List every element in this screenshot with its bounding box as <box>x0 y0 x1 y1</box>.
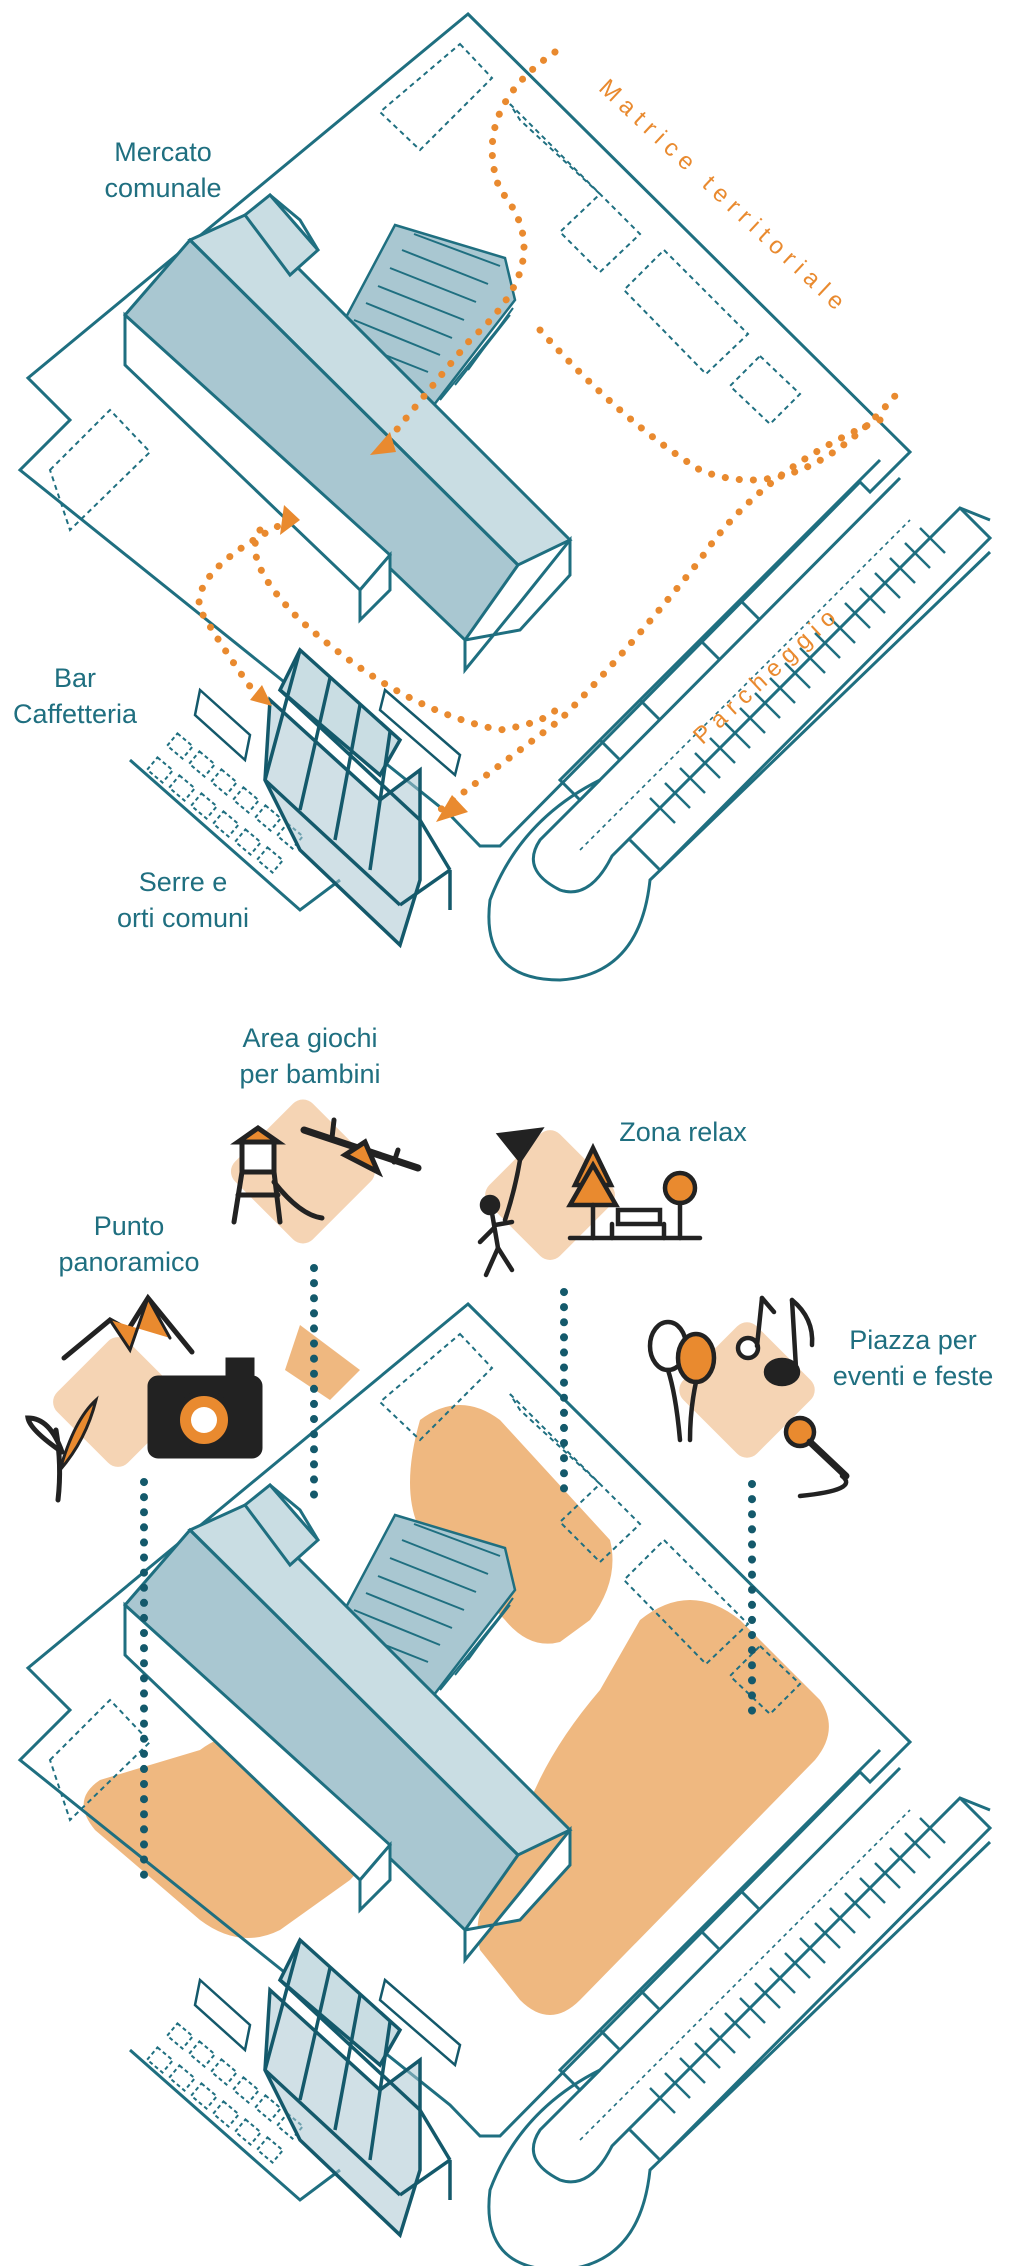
park-bench-icon <box>477 1127 703 1278</box>
label-bar-caffetteria: Bar Caffetteria <box>0 660 150 732</box>
label-line: Zona relax <box>619 1117 747 1147</box>
label-serre-orti: Serre e orti comuni <box>108 864 258 936</box>
label-piazza-eventi: Piazza per eventi e feste <box>818 1322 1008 1394</box>
pedestrian-paths <box>195 48 904 814</box>
music-icon <box>647 1295 850 1499</box>
label-line: Piazza per <box>849 1325 977 1355</box>
label-zona-relax: Zona relax <box>608 1114 758 1150</box>
label-line: Caffetteria <box>12 699 138 729</box>
label-punto-panoramico: Punto panoramico <box>44 1208 214 1280</box>
path-arrows <box>250 432 468 822</box>
label-line: Bar <box>53 663 97 693</box>
label-line: Serre e <box>138 867 228 897</box>
drop-lines <box>140 1264 756 1884</box>
label-area-giochi: Area giochi per bambini <box>220 1020 400 1092</box>
label-line: comunale <box>104 173 222 203</box>
label-line: Area giochi <box>242 1023 378 1053</box>
label-line: eventi e feste <box>832 1361 994 1391</box>
label-line: per bambini <box>239 1059 381 1089</box>
playground-icon <box>230 1117 422 1225</box>
bottom-site-plan <box>18 1302 992 2266</box>
label-line: Mercato <box>114 137 212 167</box>
camera-icon <box>25 1293 263 1503</box>
label-line: panoramico <box>58 1247 200 1277</box>
label-mercato-comunale: Mercato comunale <box>88 134 238 206</box>
label-line: Punto <box>93 1211 165 1241</box>
label-line: orti comuni <box>116 903 250 933</box>
